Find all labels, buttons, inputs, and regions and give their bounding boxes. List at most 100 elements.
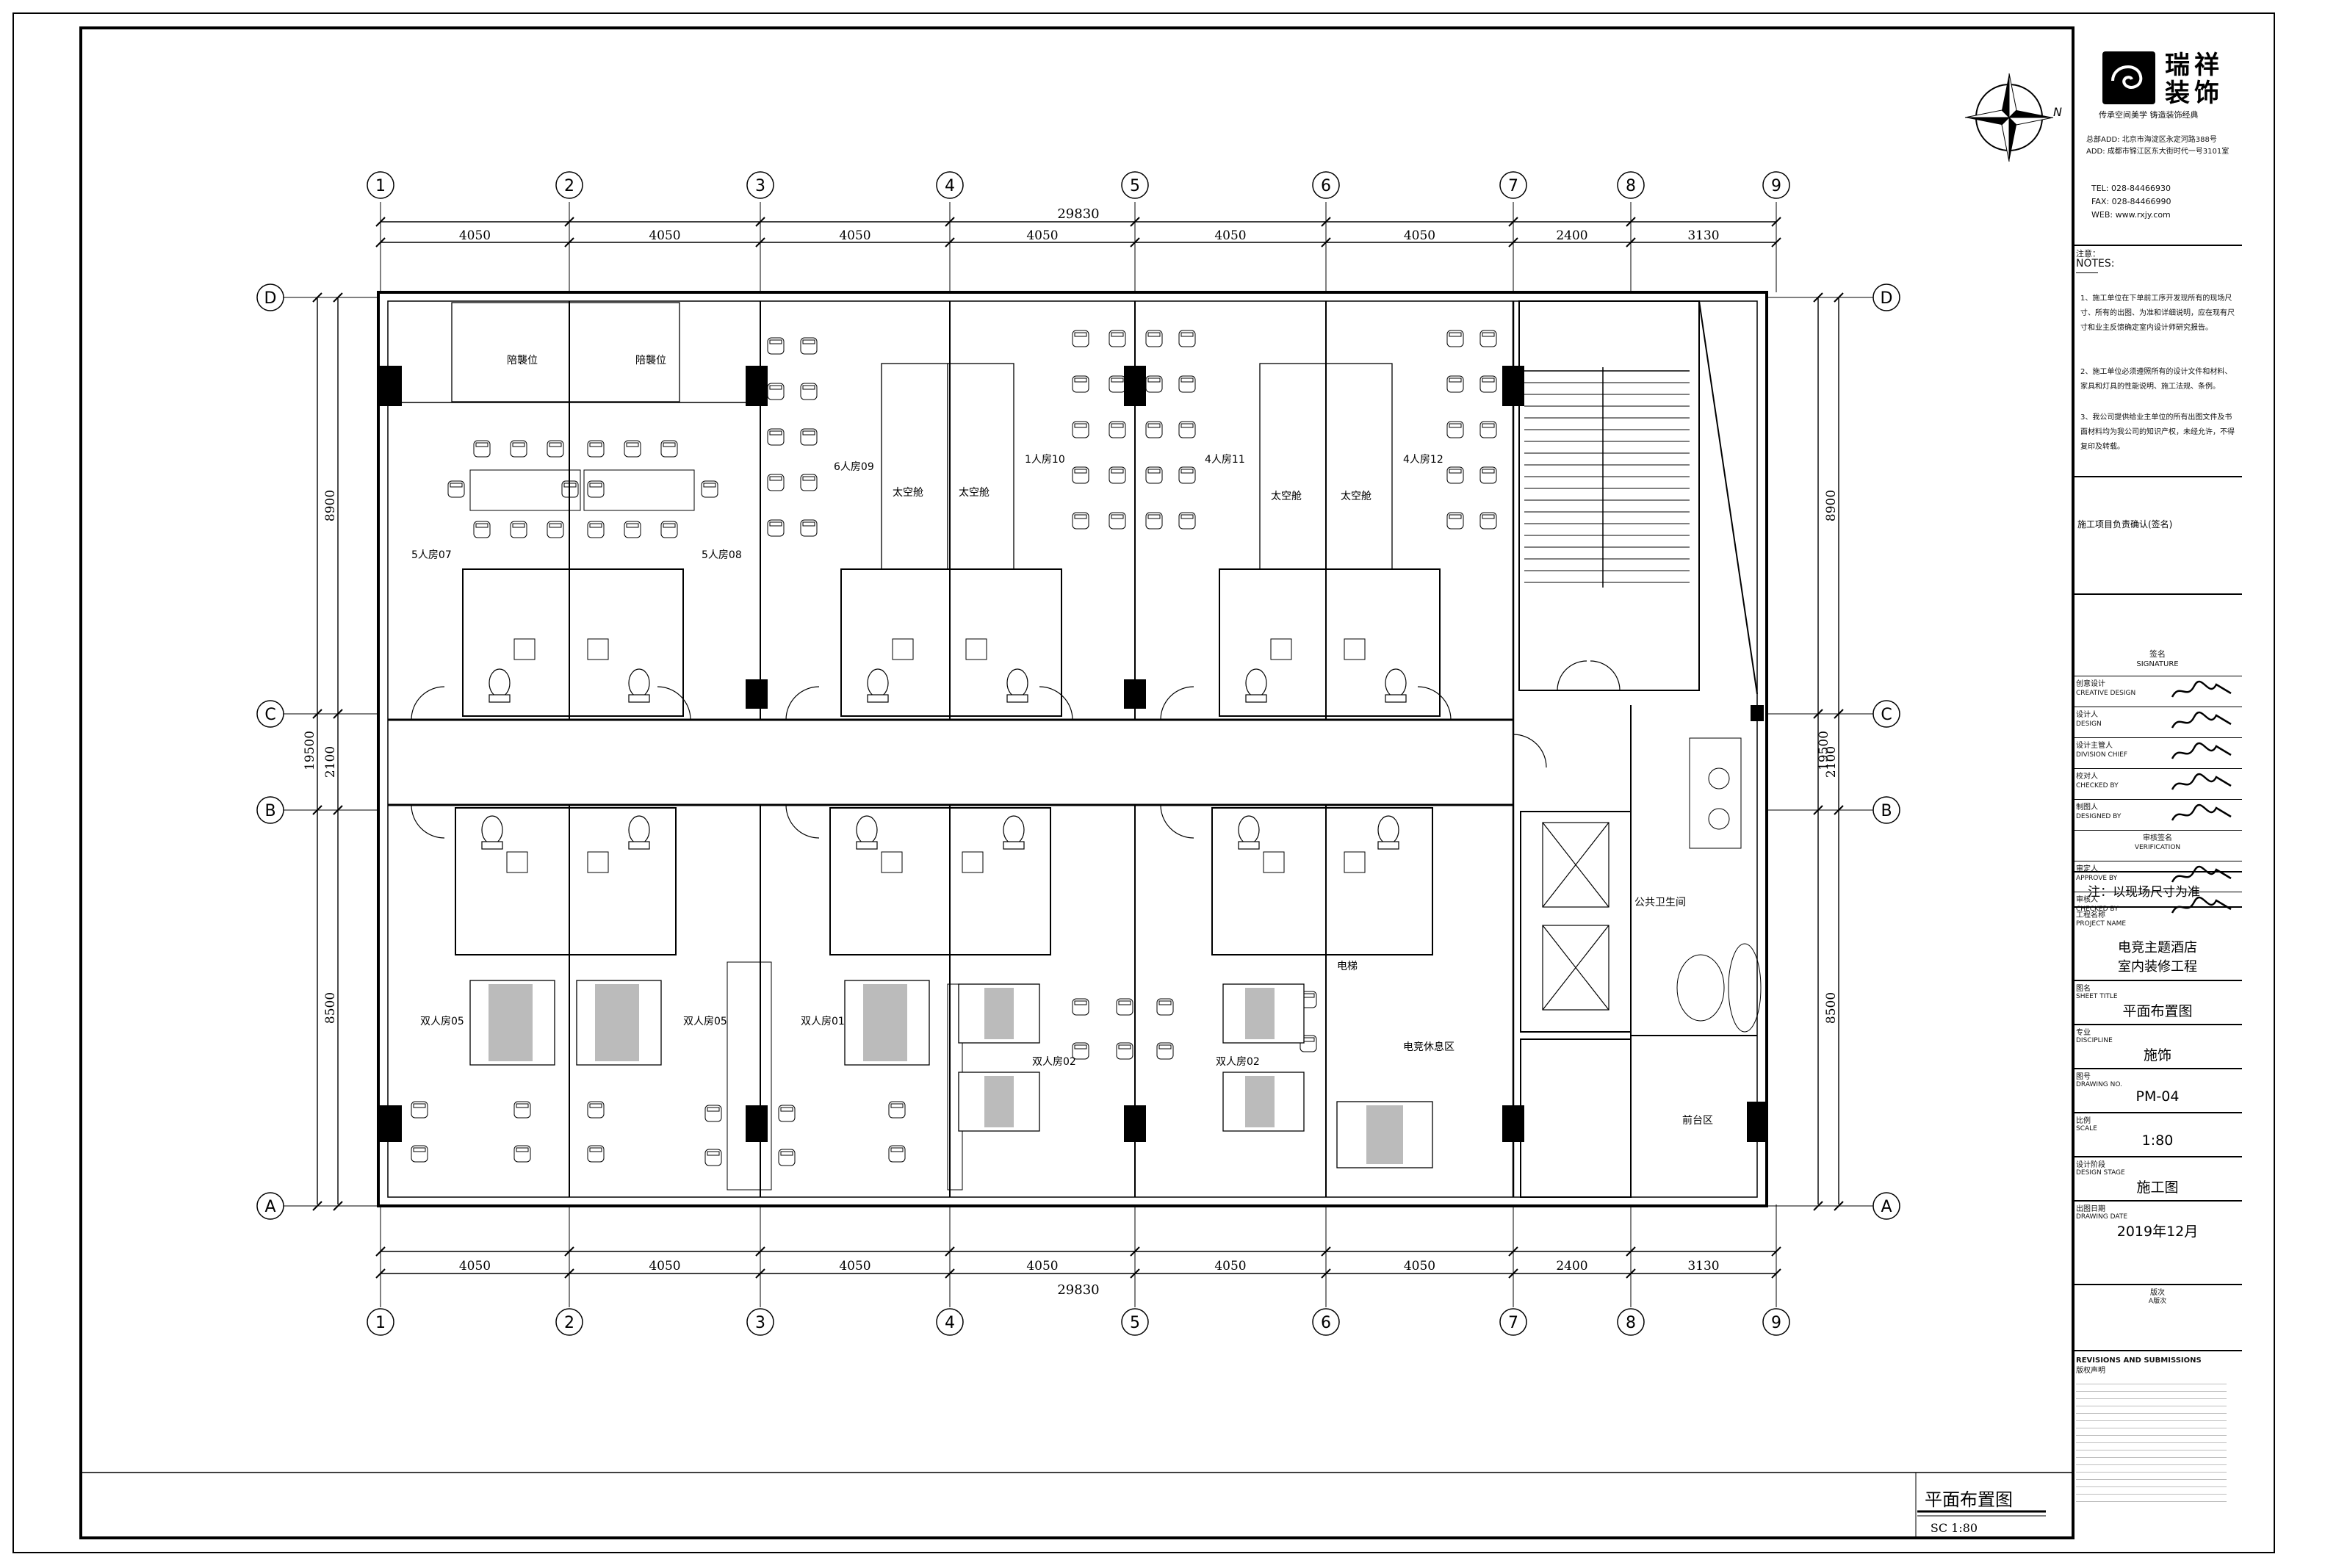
info-cap-en: DISCIPLINE <box>2076 1037 2113 1044</box>
grid-col-label: 9 <box>1771 1314 1781 1332</box>
signature-row-cn: 设计人 <box>2076 711 2098 719</box>
room-label-07: 5人房07 <box>411 549 452 561</box>
room-label-double-05a: 双人房05 <box>420 1016 464 1027</box>
company-fax: FAX: 028-84466990 <box>2091 197 2171 206</box>
grid-row-label: B <box>1881 802 1892 820</box>
company-name: 瑞祥 装饰 <box>2165 51 2224 108</box>
signature-row: 设计主管人 DIVISION CHIEF <box>2073 737 2242 768</box>
dimension-texts: 4050405040504050405040504050405040504050… <box>303 206 1844 1298</box>
signature-row-cn: 制图人 <box>2076 803 2098 812</box>
outer-frame <box>12 12 2275 1553</box>
top-dim-text: 4050 <box>459 228 491 243</box>
info-row-stage: 设计阶段 DESIGN STAGE 施工图 <box>2073 1156 2242 1200</box>
grid-col-label: 1 <box>375 1314 386 1332</box>
grid-row-label: C <box>1881 706 1892 724</box>
signature-row-en: DESIGNED BY <box>2076 813 2122 820</box>
grid-row-label: D <box>264 289 277 308</box>
top-dim-text: 3130 <box>1687 228 1719 243</box>
bottom-dim-text: 4050 <box>1404 1259 1435 1273</box>
plan-title: 平面布置图 <box>1925 1489 2013 1510</box>
signature-row-cn: 审核签名 <box>2143 834 2172 842</box>
top-dim-text: 4050 <box>1214 228 1246 243</box>
pod-label-3: 太空舱 <box>1271 491 1302 502</box>
grid-col-label: 2 <box>564 177 574 195</box>
room-label-11: 4人房11 <box>1205 454 1245 466</box>
company-address-2: ADD: 成都市锦江区东大街时代一号3101室 <box>2086 148 2230 156</box>
revisions-en: REVISIONS AND SUBMISSIONS <box>2076 1356 2202 1365</box>
total-dim-bottom: 29830 <box>1057 1282 1099 1298</box>
info-value: 平面布置图 <box>2122 1003 2193 1019</box>
top-dim-text: 4050 <box>1026 228 1058 243</box>
grid-col-label: 8 <box>1626 177 1636 195</box>
note-3: 3、我公司提供给业主单位的所有出图文件及书面材料均为我公司的知识产权，未经允许，… <box>2080 413 2235 451</box>
signature-row-en: CHECKED BY <box>2076 906 2119 913</box>
room-label-10: 1人房10 <box>1025 454 1065 466</box>
info-value: PM-04 <box>2135 1088 2180 1105</box>
signature-row-cn: 校对人 <box>2076 773 2098 781</box>
project-name-1: 电竞主题酒店 <box>2118 940 2197 955</box>
revisions-fine-print <box>2076 1379 2227 1504</box>
room-label-shared-1: 陪襲位 <box>507 354 538 366</box>
right-dim-text: 8500 <box>1824 992 1839 1024</box>
structural-columns <box>380 366 1767 1142</box>
signature-row-cn: 设计主管人 <box>2076 742 2113 750</box>
bottom-dim-text: 4050 <box>839 1259 870 1273</box>
signature-row: 校对人 CHECKED BY <box>2073 768 2242 799</box>
project-name-2: 室内装修工程 <box>2118 959 2197 975</box>
grid-col-label: 2 <box>564 1314 574 1332</box>
signature-row-en: DESIGN <box>2076 720 2102 728</box>
top-dim-text: 4050 <box>1404 228 1435 243</box>
grid-row-label: C <box>264 706 275 724</box>
grid-col-label: 7 <box>1508 1314 1518 1332</box>
elevator-shafts <box>1542 822 1610 1011</box>
signature-row: 审定人 APPROVE BY <box>2073 861 2242 892</box>
signature-scribble <box>2171 742 2232 759</box>
total-dim-top: 29830 <box>1057 206 1099 222</box>
walls <box>377 291 1768 1207</box>
room-label-double-02a: 双人房02 <box>1032 1056 1076 1068</box>
signature-row-en: CHECKED BY <box>2076 782 2119 790</box>
info-row-date: 出图日期 DRAWING DATE 2019年12月 <box>2073 1200 2242 1244</box>
signature-row: 制图人 DESIGNED BY <box>2073 799 2242 830</box>
title-block: 瑞祥 装饰 传承空间美学 铸造装饰经典 总部ADD: 北京市海淀区永定河路388… <box>2073 28 2242 1538</box>
info-value: 2019年12月 <box>2116 1224 2199 1240</box>
left-dim-text: 2100 <box>323 746 338 778</box>
plan-scale: SC 1:80 <box>1931 1521 1978 1535</box>
info-cap-cn: 专业 <box>2076 1029 2091 1037</box>
bottom-dim-text: 4050 <box>1026 1259 1058 1273</box>
company-tel: TEL: 028-84466930 <box>2091 184 2171 193</box>
grid-col-label: 4 <box>945 1314 955 1332</box>
revisions-block: REVISIONS AND SUBMISSIONS 版权声明 <box>2073 1350 2242 1538</box>
info-cap-en: DESIGN STAGE <box>2076 1169 2125 1177</box>
grid-col-label: 3 <box>755 1314 765 1332</box>
project-cap-cn: 工程名称 <box>2076 911 2105 920</box>
revisions-cn: 版权声明 <box>2076 1367 2105 1375</box>
notes-title-cn: 注意： <box>2076 249 2100 259</box>
dimension-lines <box>317 221 1839 1274</box>
note-1: 1、施工单位在下单前工序开发现所有的现场尺寸、所有的出图、为准和详细说明，应在现… <box>2080 295 2235 332</box>
grid-row-label: A <box>264 1198 275 1216</box>
notes-block: 注意： NOTES: 1、施工单位在下单前工序开发现所有的现场尺寸、所有的出图、… <box>2073 245 2242 498</box>
notes-title-en: NOTES: <box>2076 258 2115 270</box>
info-cap-en: SHEET TITLE <box>2076 993 2118 1000</box>
signature-scribble <box>2171 865 2232 883</box>
room-labels: 陪襲位 陪襲位 5人房07 5人房08 6人房09 1人房10 4人房11 4人… <box>411 354 1713 1127</box>
signature-row: 创意设计 CREATIVE DESIGN <box>2073 676 2242 707</box>
top-dim-text: 4050 <box>839 228 870 243</box>
top-dim-text: 4050 <box>649 228 680 243</box>
info-cap-en: SCALE <box>2076 1125 2097 1132</box>
signature-row-cn: 审核人 <box>2076 896 2098 904</box>
revision-edition: 版次 A版次 <box>2073 1284 2242 1320</box>
info-value: 施工图 <box>2136 1179 2179 1196</box>
left-dim-text: 8500 <box>323 992 338 1024</box>
signature-row-en: VERIFICATION <box>2134 844 2181 851</box>
info-cap-cn: 比例 <box>2076 1117 2091 1125</box>
signature-row: 审核签名 VERIFICATION <box>2073 830 2242 861</box>
grid-col-label: 5 <box>1130 177 1140 195</box>
signature-row-en: APPROVE BY <box>2076 875 2118 882</box>
grid-col-label: 5 <box>1130 1314 1140 1332</box>
signature-scribble <box>2171 773 2232 790</box>
grid-col-label: 9 <box>1771 177 1781 195</box>
confirm-block: 施工项目负责确认(签名) <box>2073 476 2242 549</box>
